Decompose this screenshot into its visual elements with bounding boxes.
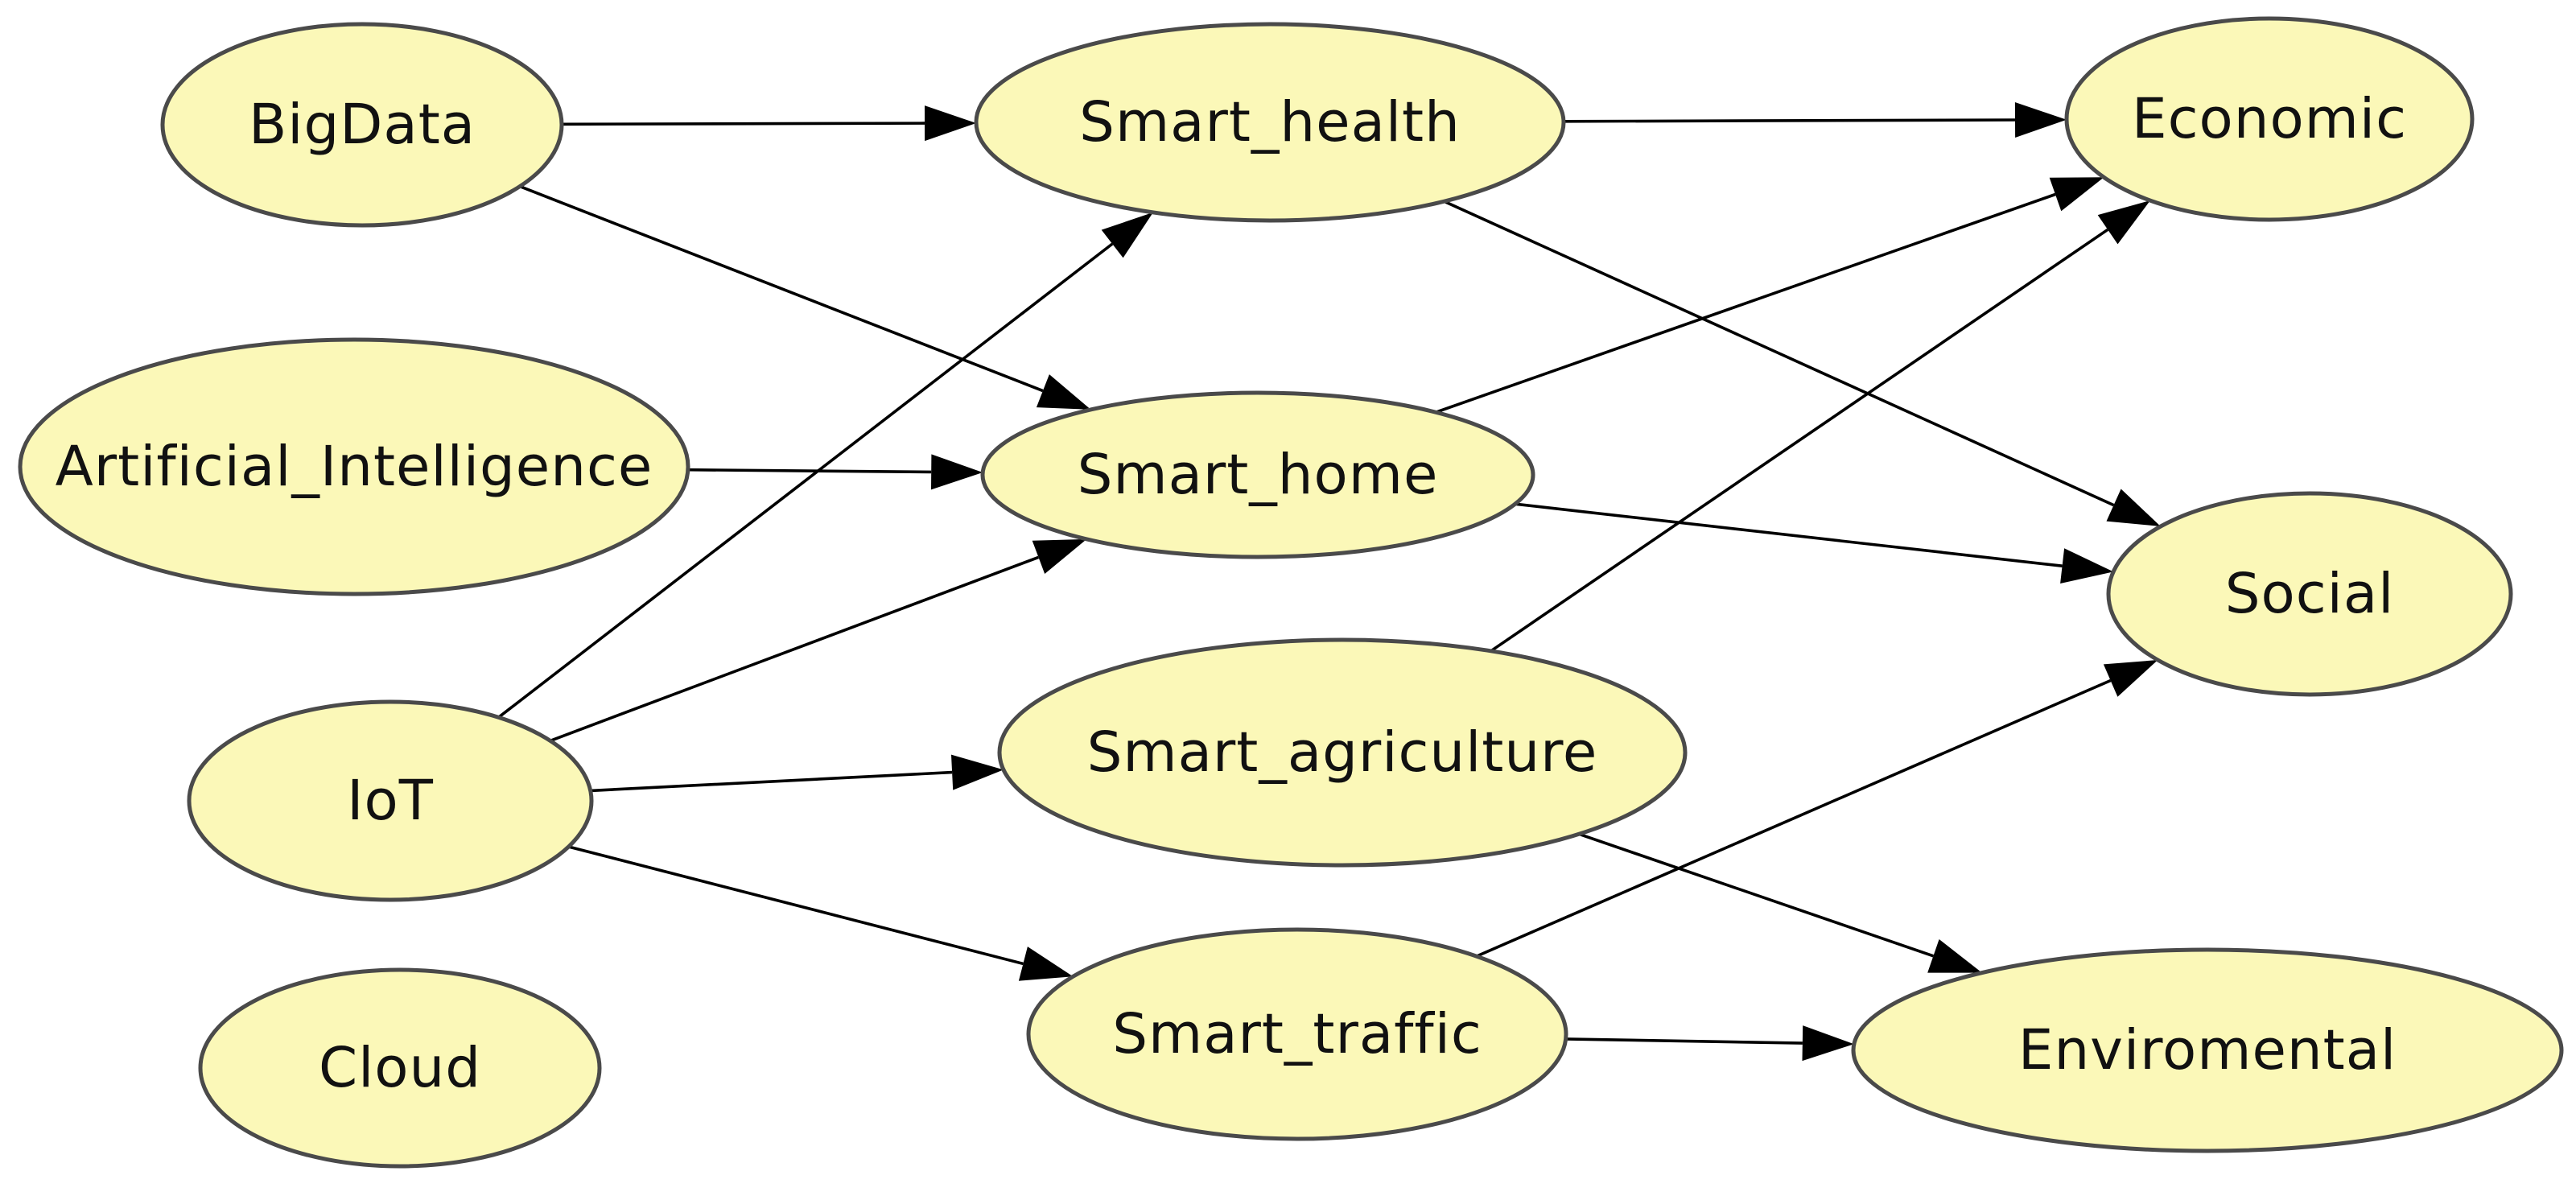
node-cloud[interactable]: Cloud	[198, 967, 602, 1169]
node-iot-label: IoT	[347, 769, 434, 833]
arrowhead-icon	[1018, 946, 1074, 981]
edge-line	[550, 555, 1040, 743]
edge-home-to-social	[1515, 502, 2114, 584]
arrowhead-icon	[1036, 374, 1091, 410]
node-economic-label: Economic	[2132, 87, 2407, 151]
edge-line	[1476, 678, 2112, 958]
arrowhead-icon	[1802, 1025, 1854, 1062]
node-smart-home-ellipse	[980, 390, 1535, 559]
node-enviromental[interactable]: Enviromental	[1851, 947, 2564, 1153]
node-economic[interactable]: Economic	[2064, 16, 2475, 222]
edge-line	[1515, 502, 2063, 567]
node-smart-health[interactable]: Smart_health	[974, 22, 1566, 223]
node-smart-home-label: Smart_home	[1078, 443, 1439, 507]
edge-line	[1435, 192, 2056, 414]
edge-ai-to-home	[687, 454, 983, 490]
nodes-layer: BigData Artificial_Intelligence IoT Clou…	[18, 16, 2564, 1169]
node-social-ellipse	[2106, 491, 2513, 697]
edge-bigdata-to-health	[561, 105, 976, 142]
arrowhead-icon	[1101, 212, 1153, 258]
node-bigdata[interactable]: BigData	[160, 22, 564, 228]
edge-iot-to-home	[550, 538, 1087, 743]
node-smart-agriculture-label: Smart_agriculture	[1087, 720, 1598, 785]
arrowhead-icon	[2097, 200, 2150, 245]
edge-traffic-to-social	[1476, 660, 2158, 958]
node-smart-agriculture-ellipse	[997, 637, 1688, 868]
edges-layer	[497, 102, 2161, 1062]
node-enviromental-ellipse	[1851, 947, 2564, 1153]
arrowhead-icon	[2014, 102, 2067, 138]
node-smart-traffic[interactable]: Smart_traffic	[1026, 927, 1568, 1141]
edge-line	[687, 468, 932, 474]
edge-bigdata-to-home	[519, 184, 1091, 410]
node-smart-health-ellipse	[974, 22, 1566, 223]
edge-health-to-social	[1443, 200, 2161, 526]
node-artificial-intelligence[interactable]: Artificial_Intelligence	[18, 337, 690, 596]
node-smart-health-label: Smart_health	[1079, 90, 1461, 155]
node-cloud-ellipse	[198, 967, 602, 1169]
node-cloud-label: Cloud	[319, 1036, 481, 1100]
node-bigdata-label: BigData	[249, 93, 476, 157]
node-iot[interactable]: IoT	[187, 699, 594, 902]
node-smart-agriculture[interactable]: Smart_agriculture	[997, 637, 1688, 868]
node-social[interactable]: Social	[2106, 491, 2513, 697]
arrowhead-icon	[931, 454, 983, 490]
node-enviromental-label: Enviromental	[2018, 1018, 2397, 1083]
arrowhead-icon	[951, 754, 1004, 790]
node-economic-ellipse	[2064, 16, 2475, 222]
node-smart-traffic-ellipse	[1026, 927, 1568, 1141]
node-smart-traffic-label: Smart_traffic	[1112, 1002, 1482, 1066]
edge-health-to-economic	[1563, 102, 2067, 138]
edge-line	[568, 845, 1024, 966]
arrowhead-icon	[1927, 939, 1982, 973]
node-social-label: Social	[2225, 562, 2395, 626]
arrowhead-icon	[2049, 177, 2104, 212]
node-iot-ellipse	[187, 699, 594, 902]
edge-iot-to-health	[497, 212, 1153, 719]
edge-line	[1490, 228, 2109, 653]
edge-line	[1578, 832, 1934, 958]
edge-line	[1565, 1037, 1803, 1045]
arrowhead-icon	[2103, 660, 2158, 697]
node-smart-home[interactable]: Smart_home	[980, 390, 1535, 559]
edge-iot-to-traffic	[568, 845, 1074, 981]
edge-iot-to-agri	[590, 754, 1004, 793]
edge-traffic-to-env	[1565, 1025, 1854, 1062]
arrowhead-icon	[2106, 489, 2161, 526]
edge-line	[1563, 118, 2016, 123]
node-artificial-intelligence-label: Artificial_Intelligence	[56, 435, 653, 499]
edge-line	[1443, 200, 2115, 507]
node-bigdata-ellipse	[160, 22, 564, 228]
node-artificial-intelligence-ellipse	[18, 337, 690, 596]
edge-agri-to-env	[1578, 832, 1982, 973]
edge-line	[519, 184, 1044, 393]
edge-line	[590, 770, 953, 793]
edge-agri-to-economic	[1490, 200, 2150, 653]
edge-line	[497, 242, 1114, 719]
edge-home-to-economic	[1435, 177, 2104, 414]
edge-line	[561, 122, 925, 126]
arrowhead-icon	[925, 105, 976, 142]
arrowhead-icon	[1032, 538, 1087, 574]
arrowhead-icon	[2060, 548, 2114, 584]
